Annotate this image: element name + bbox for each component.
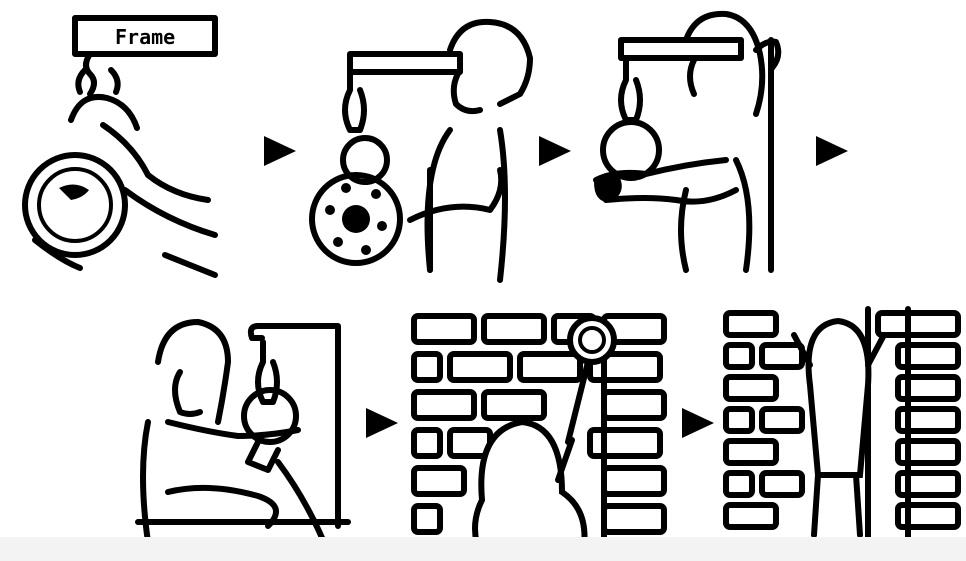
panel-4: [135, 319, 351, 555]
panel-5: [411, 313, 667, 561]
brick-wall: [411, 313, 667, 535]
panel-6: [723, 306, 961, 558]
panel-1: Frame: [22, 15, 218, 278]
frame-label: Frame: [115, 25, 175, 49]
arrow-icon: [539, 136, 571, 166]
panel-3: [593, 10, 782, 273]
frame-bar: [72, 15, 218, 57]
arrow-icon: [682, 408, 714, 438]
scale-dial: [22, 152, 128, 258]
arrow-icon: [816, 136, 848, 166]
arrow-icon: [264, 136, 296, 166]
arrow-icon: [366, 408, 398, 438]
panel-2: [309, 18, 533, 283]
bottom-strip: [0, 537, 966, 561]
round-scale: [309, 172, 403, 266]
brick-wall: [723, 310, 961, 530]
